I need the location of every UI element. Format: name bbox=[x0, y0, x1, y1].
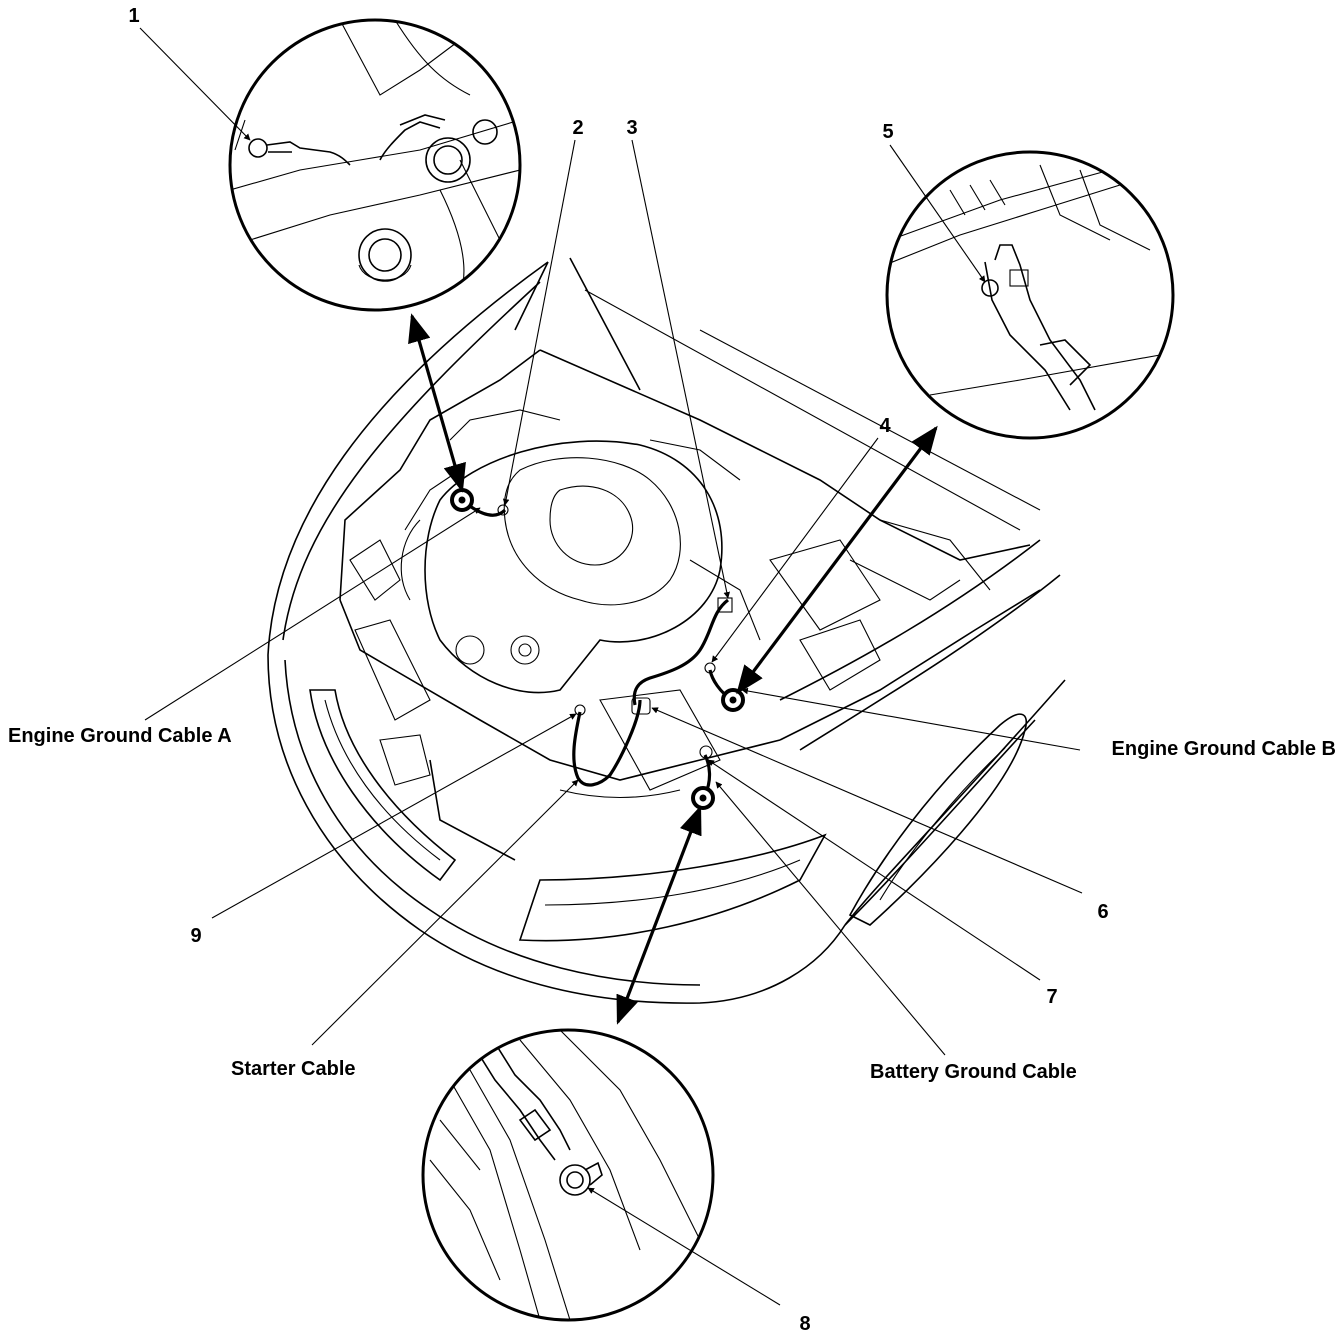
callout-numbers: 1 2 3 4 5 6 7 8 9 bbox=[128, 5, 1108, 1335]
leader-7 bbox=[707, 759, 1041, 981]
callout-2: 2 bbox=[572, 117, 583, 139]
detail-arrows bbox=[408, 313, 938, 1025]
callout-9: 9 bbox=[190, 925, 201, 947]
leader-2 bbox=[502, 139, 576, 506]
label-engine-ground-cable-a: Engine Ground Cable A bbox=[8, 725, 232, 747]
detail-view-battery-ground bbox=[421, 1028, 715, 1322]
callout-6: 6 bbox=[1097, 901, 1108, 923]
leader-engine-ground-cable-a bbox=[144, 507, 481, 721]
callout-7: 7 bbox=[1046, 986, 1057, 1008]
label-engine-ground-cable-b: Engine Ground Cable B bbox=[1112, 738, 1336, 760]
leader-4 bbox=[711, 437, 879, 663]
label-battery-ground-cable: Battery Ground Cable bbox=[870, 1061, 1077, 1083]
leader-9 bbox=[211, 713, 577, 919]
leader-lines bbox=[139, 27, 1083, 1306]
leader-8 bbox=[587, 1187, 781, 1306]
detail-view-engine-ground-b bbox=[885, 150, 1175, 440]
callout-3: 3 bbox=[626, 117, 637, 139]
part-labels: Engine Ground Cable A Engine Ground Cabl… bbox=[8, 725, 1336, 1083]
callout-8: 8 bbox=[799, 1313, 810, 1335]
leader-battery-ground-cable bbox=[715, 781, 946, 1056]
label-starter-cable: Starter Cable bbox=[231, 1058, 356, 1080]
leader-starter-cable bbox=[311, 779, 579, 1046]
leader-3 bbox=[631, 139, 731, 599]
callout-4: 4 bbox=[879, 415, 891, 437]
leader-1 bbox=[139, 27, 251, 141]
leader-5 bbox=[889, 144, 986, 283]
callout-1: 1 bbox=[128, 5, 139, 27]
leader-6 bbox=[651, 707, 1083, 894]
engine-bay-drawing bbox=[267, 257, 1066, 1004]
callout-5: 5 bbox=[882, 121, 893, 143]
leader-engine-ground-cable-b bbox=[741, 687, 1081, 751]
detail-view-engine-ground-a bbox=[228, 18, 522, 312]
